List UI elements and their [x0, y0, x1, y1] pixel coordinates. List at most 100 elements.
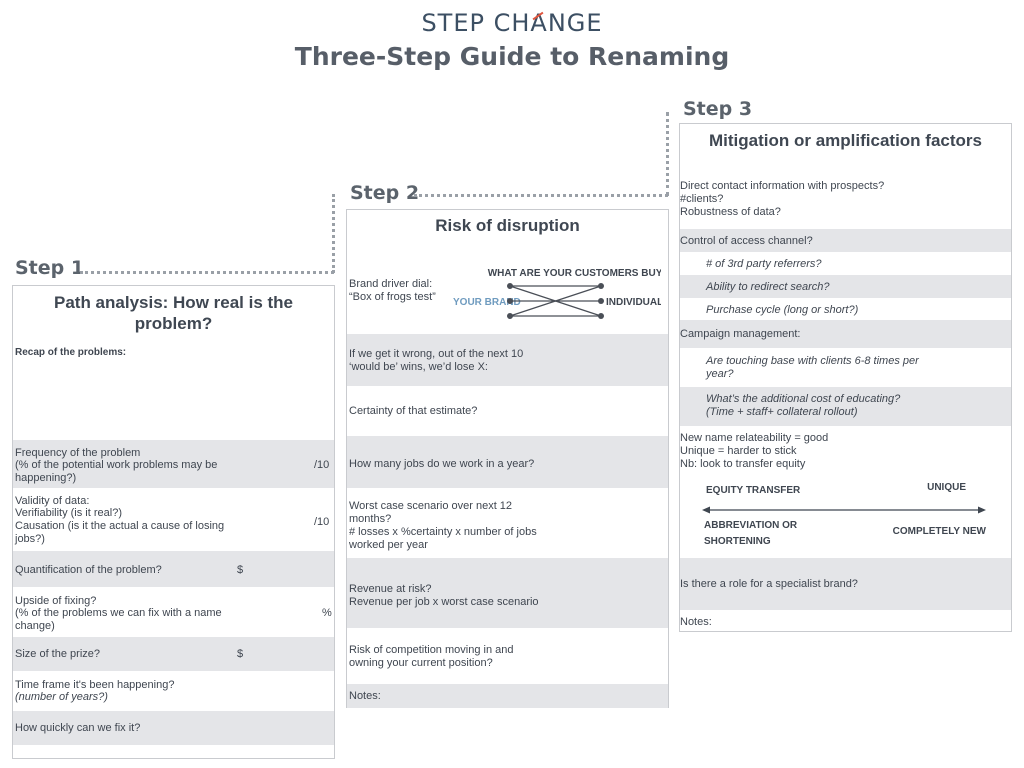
step3-touching-2: year? [706, 368, 734, 380]
step3-notes: Notes: [680, 616, 712, 628]
logo-text-left: STEP CH [421, 9, 531, 37]
step2-brand-driver: Brand driver dial: [349, 278, 433, 290]
step3-panel: Mitigation or amplification factors Dire… [679, 123, 1012, 632]
step1-title: Path analysis: How real is the problem? [53, 293, 294, 333]
step1-verifiability: Verifiability (is it real?) [15, 507, 122, 519]
scale-arrow-right [978, 506, 986, 514]
step2-jobs-row: How many jobs do we work in a year? [347, 436, 668, 488]
step2-revenue-1: Revenue at risk? [349, 583, 432, 595]
logo-text-right: NGE [547, 9, 603, 37]
step3-notes-row: Notes: [680, 610, 1011, 632]
step3-control: Control of access channel? [680, 235, 813, 247]
step2-jobs: How many jobs do we work in a year? [349, 458, 535, 470]
step1-causation: Causation (is it the actual a cause of l… [15, 520, 225, 545]
step3-title: Mitigation or amplification factors [709, 131, 982, 150]
step3-referrers-row: # of 3rd party referrers? [680, 252, 1011, 275]
step2-label: Step 2 [350, 182, 420, 204]
step2-notes: Notes: [349, 690, 381, 702]
step3-referrers: # of 3rd party referrers? [706, 258, 822, 270]
step2-wrong-row: If we get it wrong, out of the next 10 ‘… [347, 334, 668, 386]
step1-quantification: Quantification of the problem? [15, 564, 162, 576]
step3-direct-3: Robustness of data? [680, 206, 781, 218]
step2-wrong-1: If we get it wrong, out of the next 10 [349, 348, 524, 360]
step2-worst-3: # losses x %certainty x number of jobs [349, 526, 537, 538]
step1-prize: Size of the prize? [15, 648, 100, 660]
step3-specialist: Is there a role for a specialist brand? [680, 578, 858, 590]
scale-arrow-left [702, 506, 710, 514]
step3-relate-3: Nb: look to transfer equity [680, 458, 806, 470]
step2-worst-1: Worst case scenario over next 12 [349, 500, 513, 512]
step1-validity: Validity of data: [15, 495, 90, 507]
step3-specialist-row: Is there a role for a specialist brand? [680, 558, 1011, 610]
step3-label: Step 3 [683, 98, 753, 120]
page-title: Three-Step Guide to Renaming [294, 42, 730, 71]
step1-frequency: Frequency of the problem [15, 447, 141, 459]
step2-revenue-2: Revenue per job x worst case scenario [349, 596, 539, 608]
scale-abbrev-2: SHORTENING [704, 536, 771, 547]
step3-direct-row: Direct contact information with prospect… [680, 174, 1011, 229]
step3-campaign-row: Campaign management: [680, 320, 1011, 348]
scale-new-label: COMPLETELY NEW [893, 526, 987, 537]
step1-panel: Path analysis: How real is the problem? … [12, 285, 335, 759]
step1-label: Step 1 [15, 257, 85, 279]
step1-timeframe: Time frame it's been happening? [15, 679, 175, 691]
logo-text-accent: A [530, 9, 548, 37]
step1-validity-row: Validity of data: Verifiability (is it r… [13, 488, 334, 551]
step1-timeframe-sub: (number of years?) [15, 691, 108, 703]
step1-quantification-unit: $ [237, 564, 244, 576]
step1-recap: Recap of the problems: [15, 347, 127, 358]
step3-cost-2: (Time + staff+ collateral rollout) [706, 406, 858, 418]
scale-equity-label: EQUITY TRANSFER [706, 485, 801, 496]
step3-relate-2: Unique = harder to stick [680, 445, 797, 457]
step1-upside-row: Upside of fixing? (% of the problems we … [13, 587, 334, 637]
step2-worst-row: Worst case scenario over next 12 months?… [347, 488, 668, 558]
step1-validity-score: /10 [314, 516, 330, 528]
step3-redirect-row: Ability to redirect search? [680, 275, 1011, 298]
step2-riser [666, 112, 669, 196]
step1-howquick: How quickly can we fix it? [15, 722, 141, 734]
step2-competition-1: Risk of competition moving in and [349, 644, 514, 656]
step3-relate-row: New name relateability = good Unique = h… [680, 426, 1011, 558]
step2-competition-row: Risk of competition moving in and owning… [347, 628, 668, 684]
diagram-lines [509, 285, 602, 317]
scale-unique-label: UNIQUE [927, 482, 966, 493]
step3-direct-2: #clients? [680, 193, 724, 205]
step2-connector [414, 194, 668, 197]
step3-relate-1: New name relateability = good [680, 432, 829, 444]
diagram-title: WHAT ARE YOUR CUSTOMERS BUYING? [488, 268, 661, 279]
step3-cost-1: What’s the additional cost of educating? [706, 393, 901, 405]
step2-dial-row: Brand driver dial: “Box of frogs test” W… [347, 258, 668, 334]
step1-frequency-score: /10 [314, 459, 330, 471]
step3-control-row: Control of access channel? [680, 229, 1011, 252]
step3-touching-1: Are touching base with clients 6-8 times… [706, 355, 919, 367]
diagram-left-label: YOUR BRAND [453, 297, 521, 308]
step3-cost-row: What’s the additional cost of educating?… [680, 387, 1011, 426]
step2-box-of-frogs: “Box of frogs test” [349, 291, 436, 303]
step1-connector [80, 271, 334, 274]
step3-purchase: Purchase cycle (long or short?) [706, 304, 859, 316]
step2-worst-4: worked per year [349, 539, 428, 551]
step2-panel: Risk of disruption Brand driver dial: “B… [346, 209, 669, 708]
diagram-right-label: INDIVIDUALS [606, 297, 661, 308]
step2-certainty-row: Certainty of that estimate? [347, 386, 668, 436]
equity-scale: EQUITY TRANSFER UNIQUE ABBREVIATION OR S… [702, 482, 987, 547]
step3-purchase-row: Purchase cycle (long or short?) [680, 298, 1011, 320]
step2-worst-2: months? [349, 513, 392, 525]
step1-frequency-sub: (% of the potential work problems may be… [15, 459, 218, 484]
step1-prize-unit: $ [237, 648, 244, 660]
step3-direct-1: Direct contact information with prospect… [680, 180, 885, 192]
step1-howquick-row: How quickly can we fix it? [13, 711, 334, 745]
scale-abbrev-1: ABBREVIATION OR [704, 520, 798, 531]
step3-redirect: Ability to redirect search? [706, 281, 830, 293]
step2-notes-row: Notes: [347, 684, 668, 708]
step1-upside: Upside of fixing? [15, 595, 97, 607]
customers-buying-diagram: WHAT ARE YOUR CUSTOMERS BUYING? YOUR BRA… [453, 268, 661, 319]
step1-riser [332, 194, 335, 273]
step1-frequency-row: Frequency of the problem (% of the poten… [13, 440, 334, 488]
step2-competition-2: owning your current position? [349, 657, 493, 669]
step3-touching-row: Are touching base with clients 6-8 times… [680, 348, 1011, 387]
step2-title: Risk of disruption [435, 216, 580, 235]
step3-campaign: Campaign management: [680, 328, 801, 340]
diagram-nodes [507, 283, 604, 319]
step1-timeframe-row: Time frame it's been happening? (number … [13, 671, 334, 711]
